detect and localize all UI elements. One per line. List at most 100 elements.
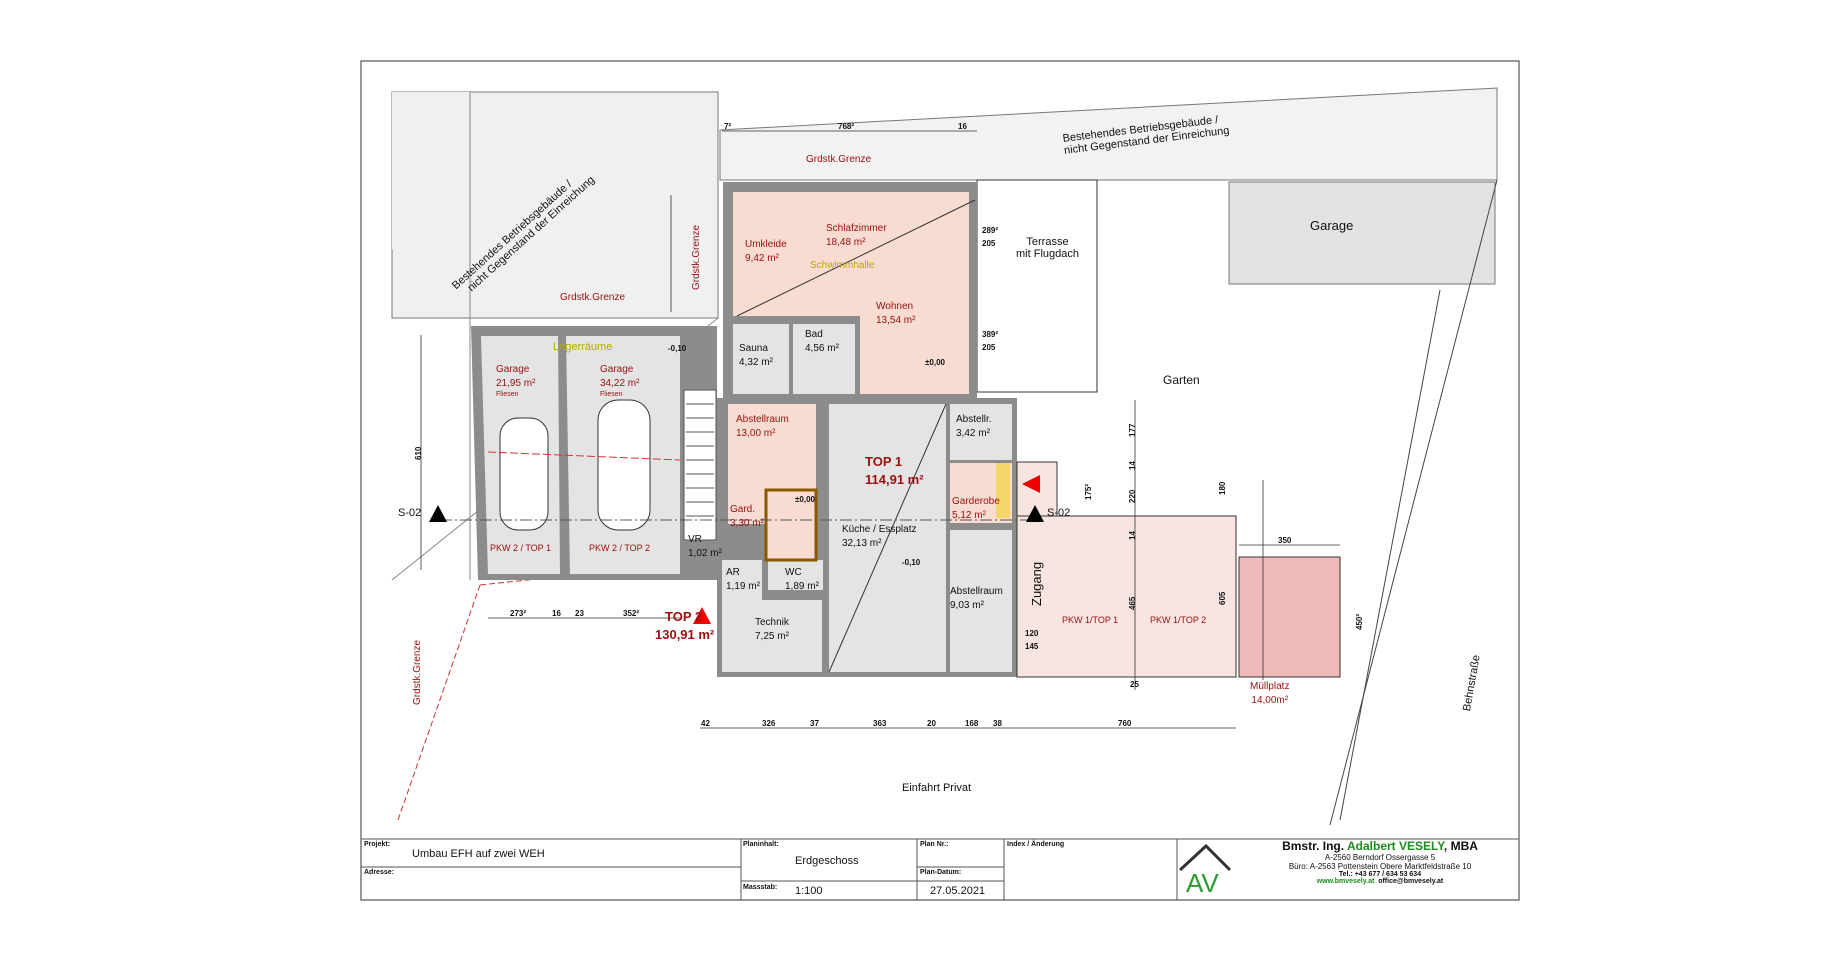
- firm-prefix: Bmstr. Ing.: [1282, 839, 1345, 853]
- dimension-text: 450²: [1355, 613, 1364, 630]
- room-name: Müllplatz: [1250, 681, 1290, 692]
- dimension-text: 38: [993, 719, 1002, 728]
- plan-content-value: Erdgeschoss: [795, 855, 859, 867]
- room-area: 34,22 m²: [600, 377, 640, 389]
- terrace-label: Terrasse mit Flugdach: [1016, 236, 1079, 260]
- dimension-text: 610: [414, 446, 423, 460]
- room-name: Technik: [755, 617, 789, 628]
- dimension-text: 23: [575, 609, 584, 618]
- room-area: 4,56 m²: [805, 342, 839, 354]
- room-name: Garage: [496, 364, 530, 375]
- parking-label: PKW 2 / TOP 2: [589, 543, 651, 553]
- parking-label: PKW 1/TOP 1: [1062, 615, 1119, 625]
- room-name: Garage: [600, 364, 634, 375]
- access-label: Zugang: [1029, 561, 1044, 606]
- dimension-text: 350: [1278, 536, 1292, 545]
- dimension-text: 326: [762, 719, 776, 728]
- room-area: 1,02 m²: [688, 547, 722, 559]
- dimension-text: 14: [1128, 531, 1137, 540]
- property-line-label-vertical: Grdstk.Grenze: [691, 224, 702, 290]
- room-kueche-essplatz: Küche / Essplatz 32,13 m²: [842, 523, 916, 550]
- room-garage-2: Garage 34,22 m² Fliesen: [600, 363, 639, 399]
- unit-name: TOP 2: [665, 609, 703, 624]
- room-name: Schlafzimmer: [826, 223, 887, 234]
- room-area: 32,13 m²: [842, 537, 882, 549]
- room-area: 18,48 m²: [826, 236, 866, 248]
- dimension-text: 465: [1128, 596, 1137, 610]
- room-area: 21,95 m²: [496, 377, 536, 389]
- room-name: Abstellr.: [956, 414, 992, 425]
- section-marker-right: [1026, 505, 1044, 522]
- dimension-text: 168: [965, 719, 979, 728]
- room-area: 13,54 m²: [876, 314, 916, 326]
- room-wohnen: Wohnen 13,54 m²: [876, 300, 915, 327]
- room-area: 14,00m²: [1251, 694, 1289, 706]
- dimension-text: 14: [1128, 461, 1137, 470]
- room-name: Wohnen: [876, 301, 914, 312]
- room-area: 13,00 m²: [736, 427, 776, 439]
- dimension-text: 180: [1218, 481, 1227, 495]
- window-dimension: 120: [1025, 629, 1039, 638]
- plan-date-label: Plan-Datum:: [920, 869, 962, 876]
- level-mark: ±0,00: [795, 495, 815, 504]
- room-garderobe: Garderobe 5,12 m²: [952, 495, 1000, 522]
- room-abstellraum-1: Abstellraum 13,00 m²: [736, 413, 789, 440]
- room-name: Abstellraum: [736, 414, 789, 425]
- unit-top1: TOP 1 114,91 m²: [865, 453, 924, 488]
- address-label: Adresse:: [364, 869, 394, 876]
- firm-email[interactable]: office@bmvesely.at: [1378, 878, 1444, 885]
- room-area: 5,12 m²: [952, 509, 986, 521]
- room-name: Garderobe: [952, 496, 1000, 507]
- room-floor: Fliesen: [600, 391, 623, 398]
- room-name: Küche / Essplatz: [842, 524, 917, 535]
- project-label: Projekt:: [364, 841, 391, 848]
- storage-label: Lagerräume: [553, 341, 613, 353]
- dimension-text: 768²: [838, 122, 855, 131]
- plan-content-label: Planinhalt:: [743, 841, 779, 848]
- room-name: VR: [688, 534, 702, 545]
- plan-date-value: 27.05.2021: [930, 885, 986, 897]
- garden-label: Garten: [1163, 373, 1200, 387]
- room-area: 4,32 m²: [739, 356, 773, 368]
- neighbor-garage: [1228, 181, 1496, 285]
- window-dimension: 205: [982, 343, 996, 352]
- firm-phone: Tel.: +43 677 / 634 53 634: [1338, 871, 1422, 878]
- dimension-text: 16: [958, 122, 967, 131]
- window-dimension: 389²: [982, 330, 999, 339]
- svg-text:AV: AV: [1186, 868, 1219, 898]
- room-abstellr: Abstellr. 3,42 m²: [956, 413, 992, 440]
- dimension-text: 16: [552, 609, 561, 618]
- section-label-right: S-02: [1047, 507, 1071, 519]
- property-line-label-top: Grdstk.Grenze: [806, 154, 872, 165]
- plan-number-label: Plan Nr.:: [920, 841, 949, 848]
- terrace-line-2: mit Flugdach: [1016, 248, 1079, 261]
- room-area: 9,42 m²: [745, 252, 779, 264]
- firm-website[interactable]: www.bmvesely.at: [1316, 878, 1375, 885]
- dimension-text: 177: [1128, 423, 1137, 437]
- dimension-text: 175²: [1084, 483, 1093, 500]
- scale-value: 1:100: [795, 885, 823, 897]
- room-area: 1,19 m²: [726, 580, 760, 592]
- revision-label: Index / Änderung: [1007, 841, 1065, 848]
- entrance-marker-top2: [693, 607, 711, 624]
- room-name: Gard.: [730, 504, 756, 515]
- window-dimension: 289²: [982, 226, 999, 235]
- firm-name: Adalbert VESELY: [1346, 839, 1444, 853]
- room-name: Abstellraum: [950, 586, 1003, 597]
- level-mark: ±0,00: [925, 358, 945, 367]
- room-schlafzimmer: Schlafzimmer 18,48 m²: [826, 222, 887, 249]
- room-area: 1,89 m²: [785, 580, 819, 592]
- room-muellplatz: Müllplatz 14,00m²: [1250, 680, 1289, 707]
- scale-label: Massstab:: [743, 884, 778, 891]
- room-area: 3,42 m²: [956, 427, 990, 439]
- firm-address-1: A-2560 Berndorf Ossergasse 5: [1324, 853, 1436, 862]
